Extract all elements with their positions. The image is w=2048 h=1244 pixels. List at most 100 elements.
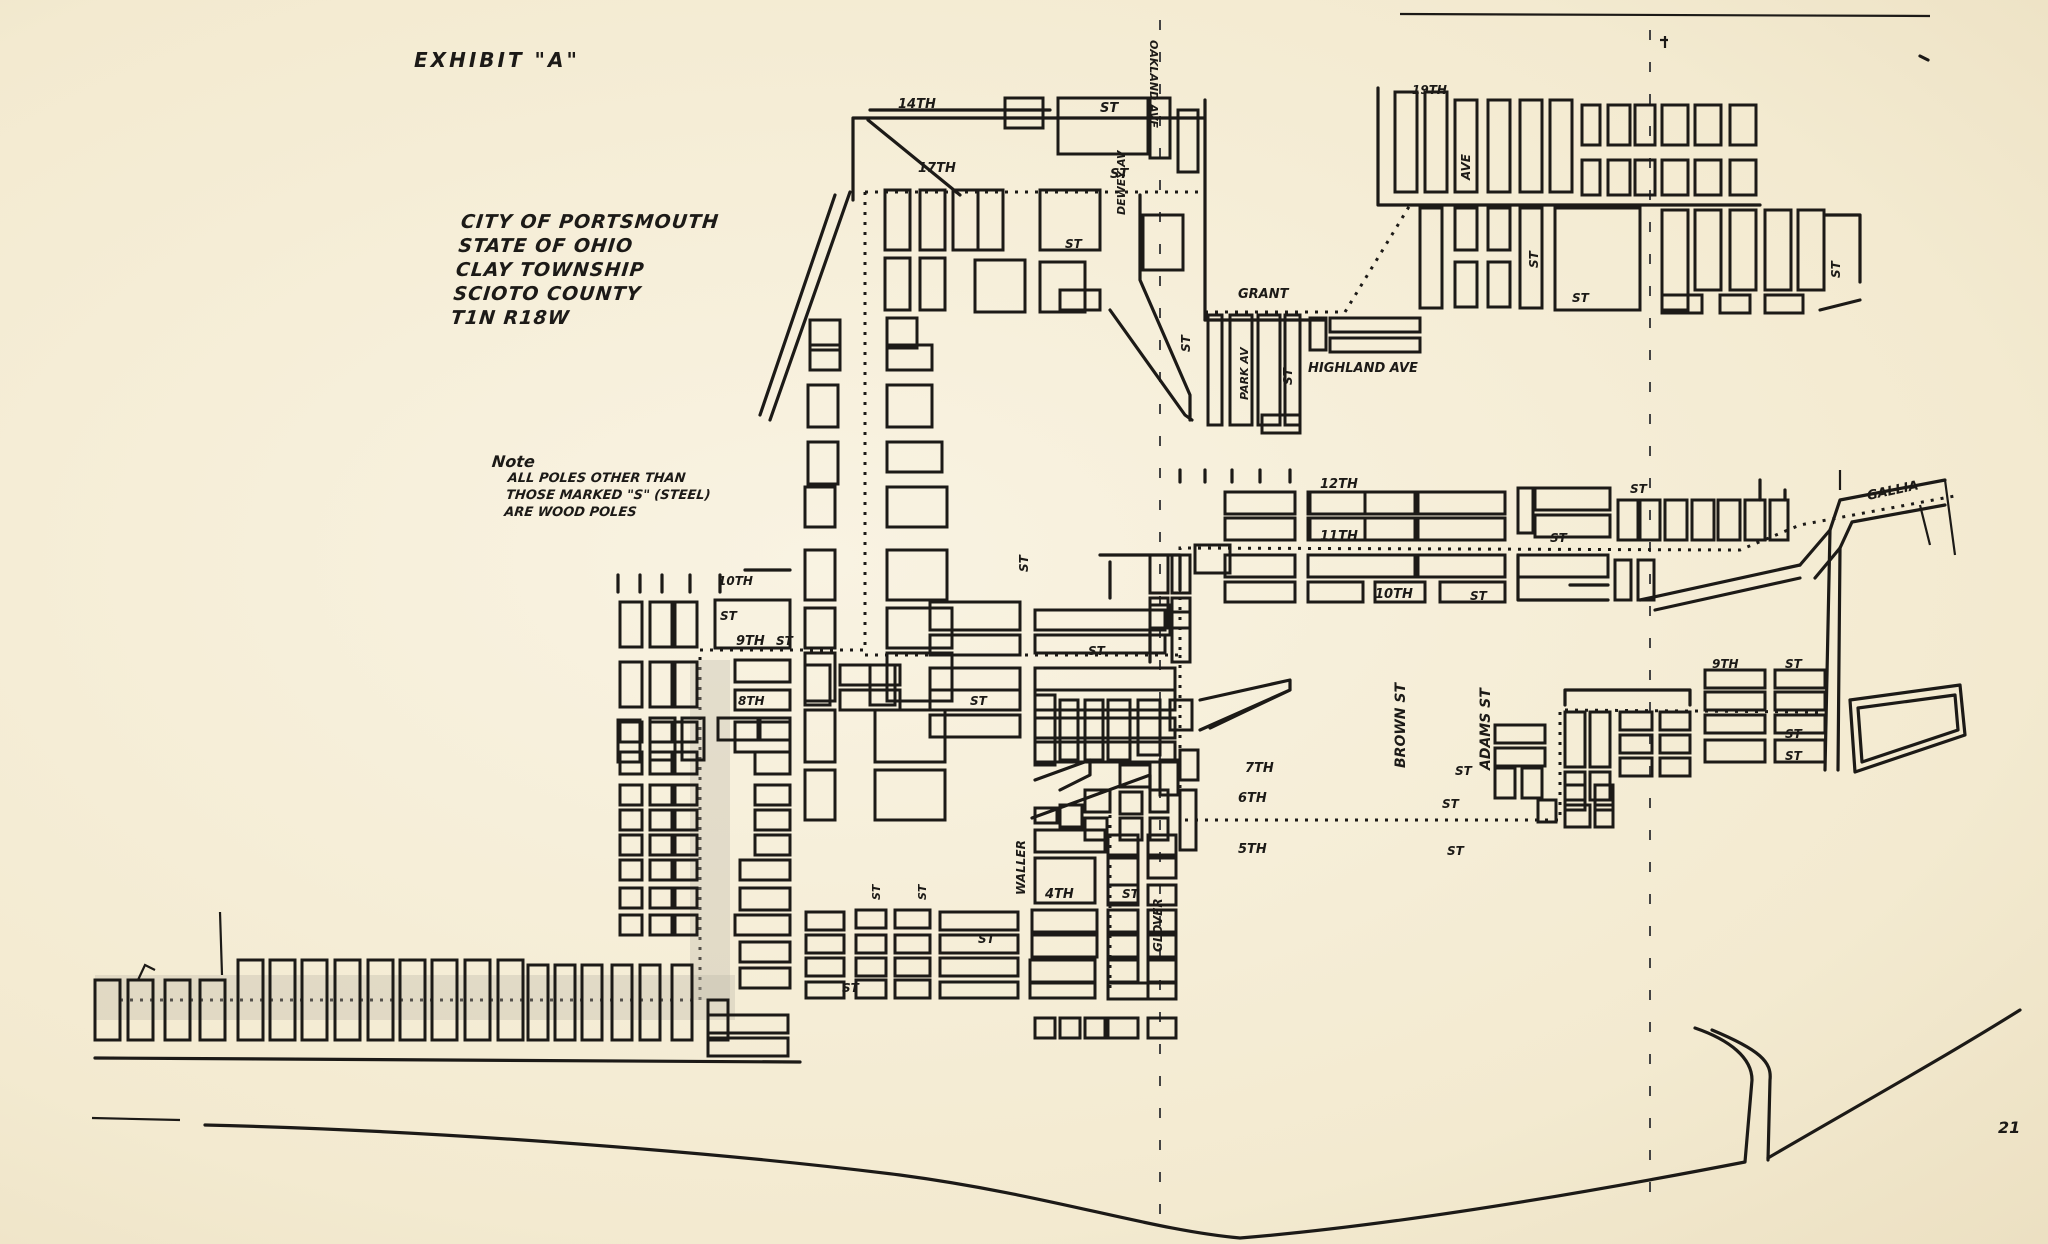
block (1533, 513, 1612, 539)
street-label: ST (916, 883, 929, 900)
block (1033, 806, 1059, 825)
block (928, 713, 1022, 739)
block (1148, 596, 1170, 630)
block (1033, 608, 1167, 632)
block (893, 956, 932, 978)
block (1618, 710, 1654, 732)
block (1718, 293, 1752, 315)
block (1223, 580, 1297, 604)
block (1690, 498, 1716, 542)
street-label: WALLER (1014, 840, 1028, 895)
corner-mark (1918, 54, 1930, 62)
block (893, 908, 932, 930)
block (618, 886, 644, 910)
block (893, 933, 932, 955)
street-edge (1818, 213, 1862, 312)
block (300, 958, 329, 1042)
block (1083, 788, 1112, 814)
street-edge (1823, 528, 1842, 772)
block (1028, 958, 1097, 984)
block (1306, 553, 1420, 579)
block (333, 958, 362, 1042)
block (430, 958, 459, 1042)
block (1118, 816, 1144, 842)
block (1728, 158, 1758, 197)
block (1146, 1016, 1178, 1040)
block (753, 783, 792, 807)
block (1146, 908, 1178, 934)
block (1033, 856, 1097, 905)
street-label: AVE (1459, 153, 1473, 181)
street-label: ADAMS ST (1478, 687, 1494, 771)
block (1106, 698, 1132, 762)
block (713, 598, 792, 650)
street-label: ST (1785, 749, 1803, 763)
street-label: ST (842, 981, 860, 995)
street-labels: 14TH ST OAKLAND AVE 17TH ST DEWEY AV ST … (718, 40, 1920, 995)
block (1658, 710, 1692, 732)
block (1148, 553, 1170, 595)
block (885, 485, 949, 529)
block (738, 886, 792, 912)
block (1118, 790, 1144, 816)
block (610, 963, 634, 1042)
block (1170, 610, 1192, 664)
block (1716, 498, 1742, 542)
street-label: 17TH (918, 161, 956, 176)
street-label: 7TH (1245, 761, 1274, 776)
block (803, 485, 837, 529)
street-label: HIGHLAND AVE (1308, 361, 1418, 376)
block (648, 808, 674, 832)
block (1033, 666, 1177, 692)
block (738, 858, 792, 882)
block (1660, 158, 1690, 197)
block (1028, 981, 1097, 1000)
block (1308, 316, 1328, 352)
smudge (95, 975, 735, 1020)
diagonal-street (1198, 678, 1292, 732)
block (1588, 710, 1612, 769)
pole-line (1178, 655, 1821, 822)
block (1618, 756, 1654, 778)
block (1703, 668, 1767, 690)
block-group-central (803, 553, 1192, 764)
block (463, 958, 492, 1042)
block (1516, 553, 1610, 579)
street-label: 14TH (898, 97, 936, 112)
block (1703, 713, 1767, 735)
street-label: ST (1281, 367, 1295, 385)
street-label: 10TH (718, 574, 753, 588)
street-edge (851, 98, 1207, 322)
pole-line (120, 192, 867, 1002)
block (1033, 693, 1057, 767)
block-group-central-west (616, 568, 947, 1058)
shoreline-east (1766, 1008, 2022, 1160)
block (1260, 413, 1302, 435)
block (1106, 833, 1140, 857)
block (753, 833, 792, 857)
block (648, 833, 674, 857)
block (1256, 313, 1282, 427)
block (1580, 158, 1602, 197)
block (1660, 208, 1690, 312)
yard-outline (1856, 693, 1960, 764)
pole-line (865, 190, 1760, 314)
page-number: 21 (1998, 1118, 2021, 1137)
street-edge (1516, 553, 1610, 602)
street-label: ST (1455, 764, 1473, 778)
block (1563, 803, 1592, 829)
block (648, 858, 674, 882)
block (1453, 260, 1479, 309)
block (618, 833, 644, 857)
block (1118, 763, 1152, 789)
street-label: ST (1829, 260, 1843, 278)
block (733, 913, 792, 937)
block (1083, 698, 1105, 762)
block (1636, 558, 1656, 602)
block (868, 663, 897, 707)
block (753, 750, 792, 776)
block (1438, 580, 1507, 604)
street-edge (1178, 468, 1292, 484)
